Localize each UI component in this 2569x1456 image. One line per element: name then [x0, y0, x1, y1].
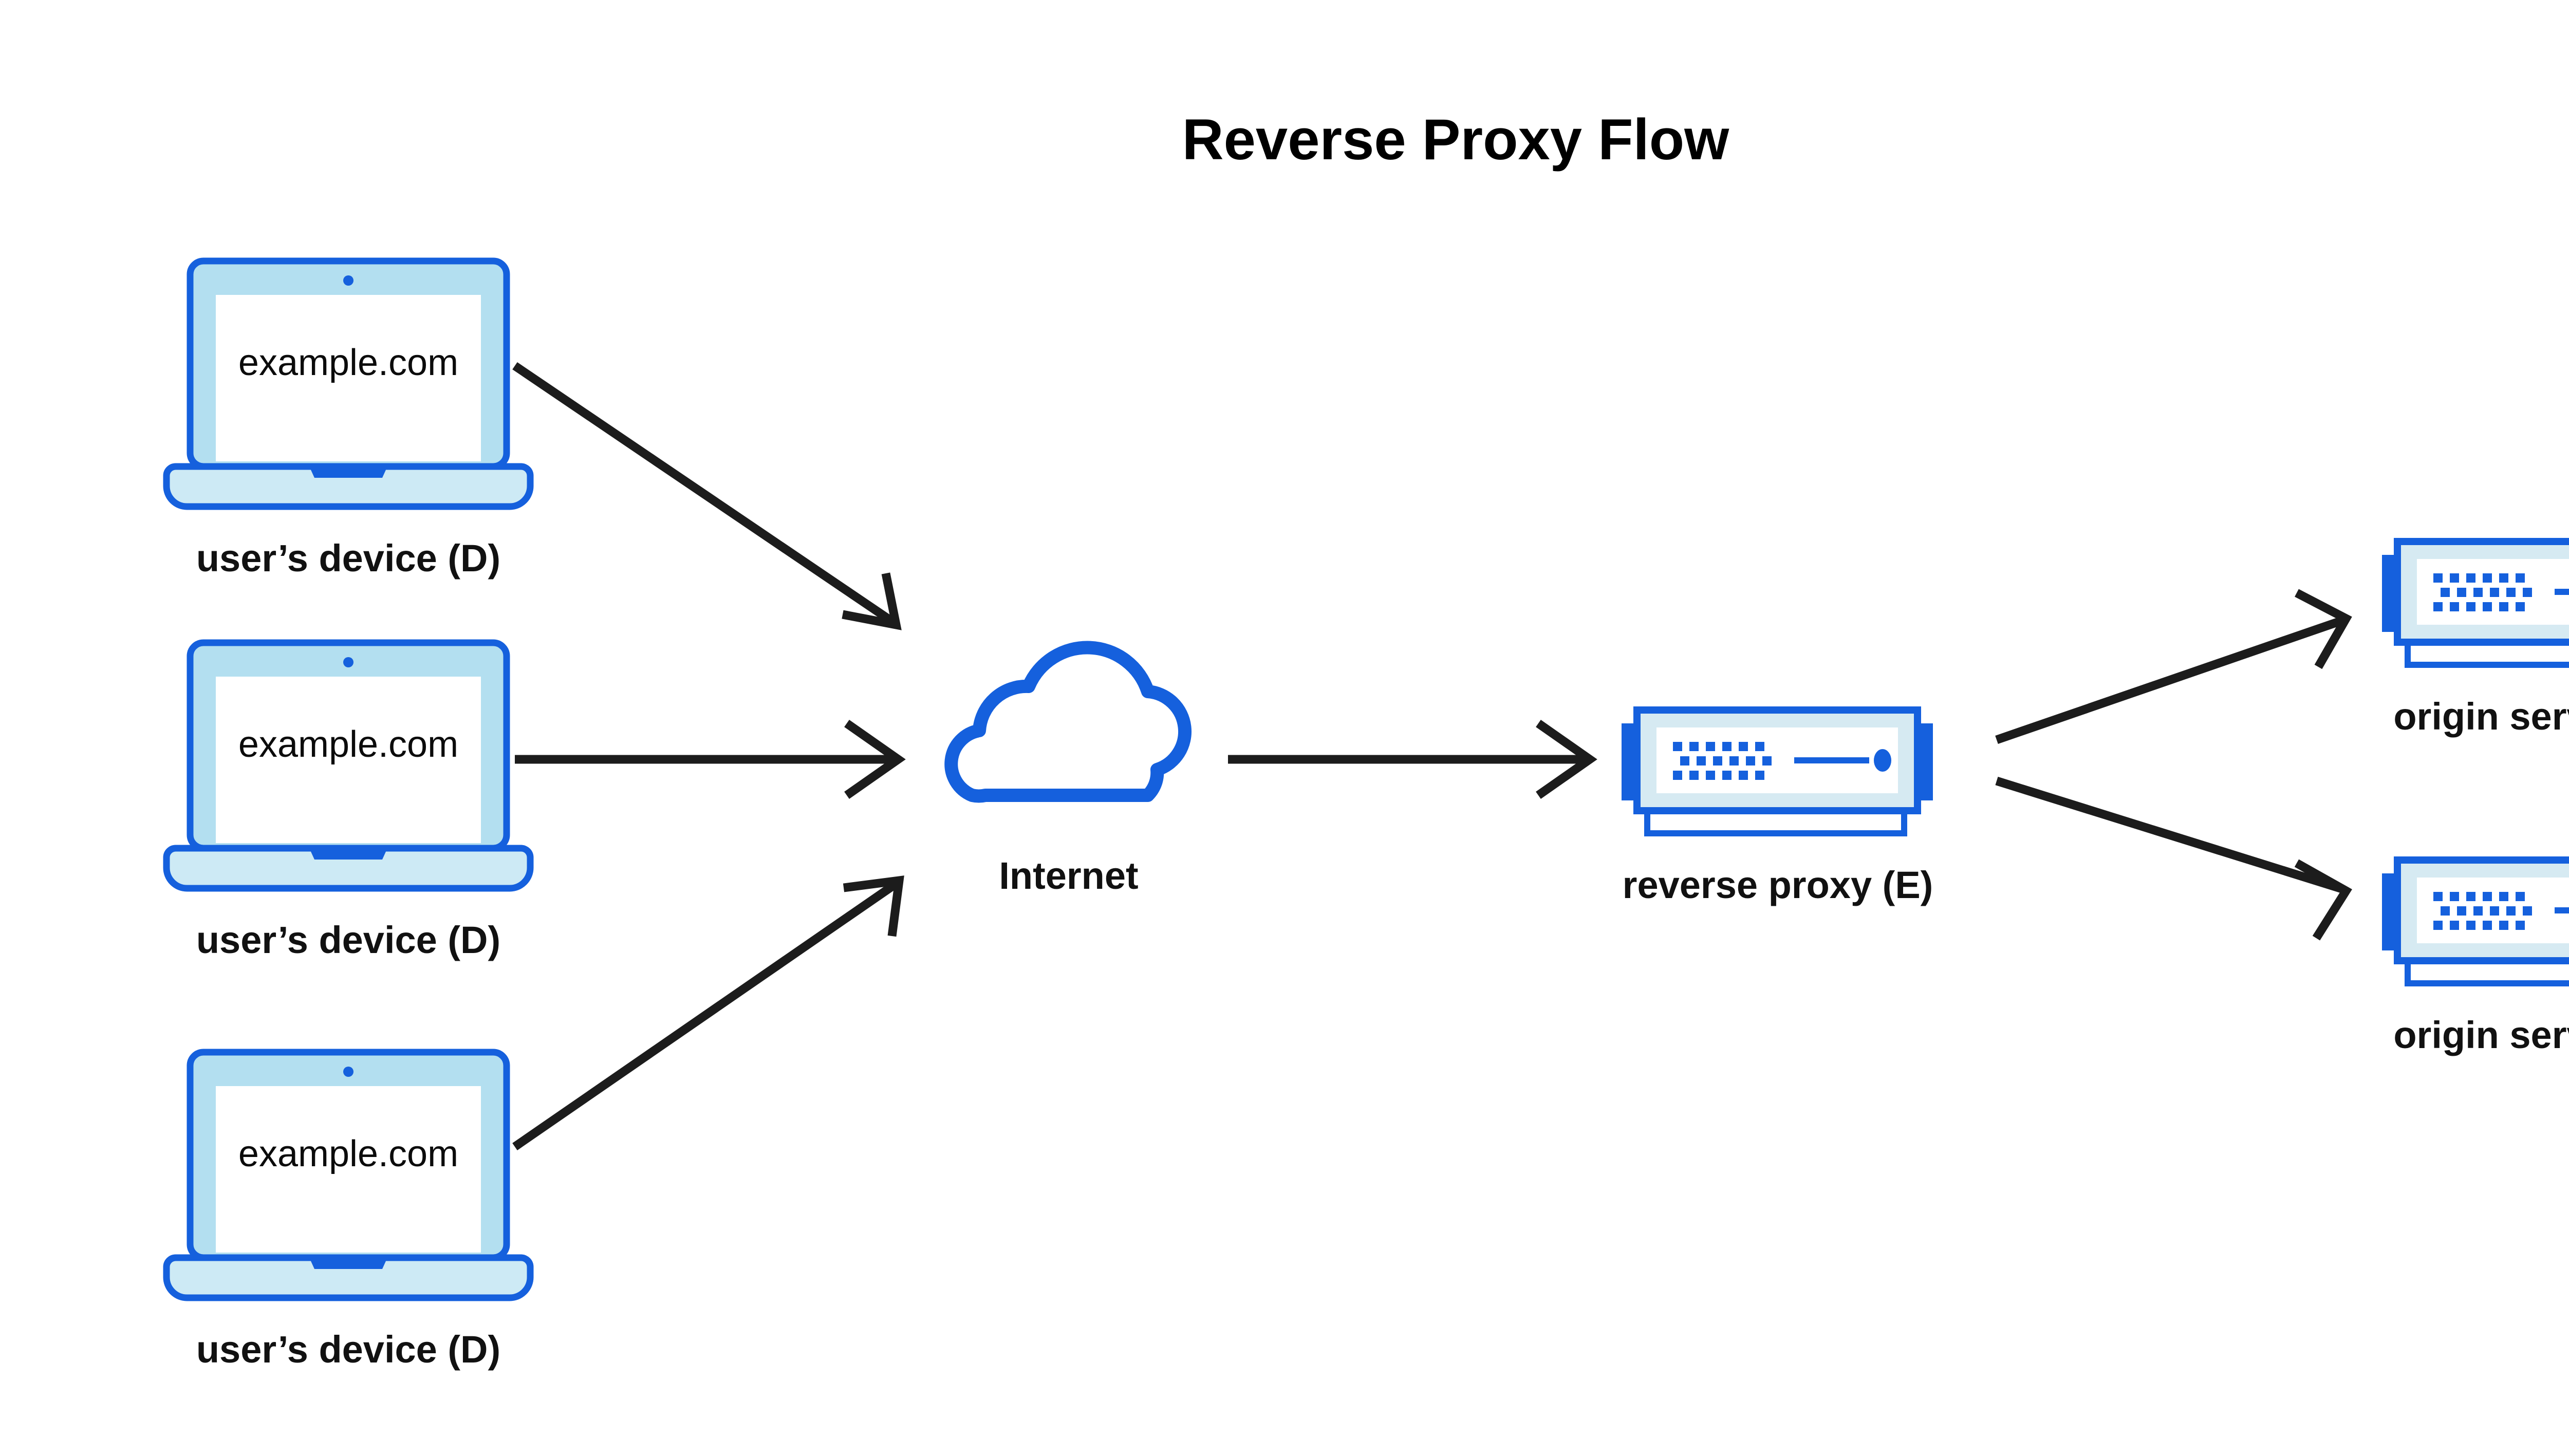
node-label-internet: Internet [999, 854, 1138, 897]
edge-reverse-proxy-to-origin1 [1995, 589, 2352, 744]
laptop-icon [166, 1052, 530, 1298]
node-label-user-device-1: user’s device (D) [196, 537, 500, 580]
edge-internet-to-reverse-proxy [1228, 720, 1597, 799]
node-reverse-proxy[interactable]: reverse proxy (E) [1622, 710, 1933, 906]
cloud-icon [951, 647, 1185, 796]
laptop-icon [166, 261, 530, 507]
device-screen-text: example.com [238, 724, 458, 765]
node-label-reverse-proxy: reverse proxy (E) [1623, 864, 1933, 906]
device-screen-text: example.com [238, 1133, 458, 1174]
node-origin-server-1[interactable]: origin server (F) [2382, 542, 2569, 738]
node-user-device-3[interactable]: example.com user’s device (D) [166, 1052, 530, 1371]
server-icon [2382, 860, 2569, 983]
edge-reverse-proxy-to-origin2 [1995, 776, 2352, 941]
edge-layer [512, 362, 2352, 1150]
node-label-origin-server-1: origin server (F) [2393, 695, 2569, 738]
page-title: Reverse Proxy Flow [1182, 107, 1729, 172]
edge-device3-to-internet [512, 875, 904, 1150]
node-user-device-2[interactable]: example.com user’s device (D) [166, 643, 530, 961]
node-user-device-1[interactable]: example.com user’s device (D) [166, 261, 530, 580]
edge-device1-to-internet [512, 362, 902, 630]
edge-device2-to-internet [515, 720, 906, 799]
server-icon [1622, 710, 1933, 833]
laptop-icon [166, 643, 530, 888]
server-icon [2382, 542, 2569, 665]
node-internet[interactable]: Internet [951, 647, 1185, 897]
node-origin-server-2[interactable]: origin server (F) [2382, 860, 2569, 1056]
node-label-user-device-2: user’s device (D) [196, 919, 500, 961]
node-label-user-device-3: user’s device (D) [196, 1328, 500, 1371]
node-label-origin-server-2: origin server (F) [2393, 1014, 2569, 1056]
device-screen-text: example.com [238, 342, 458, 383]
